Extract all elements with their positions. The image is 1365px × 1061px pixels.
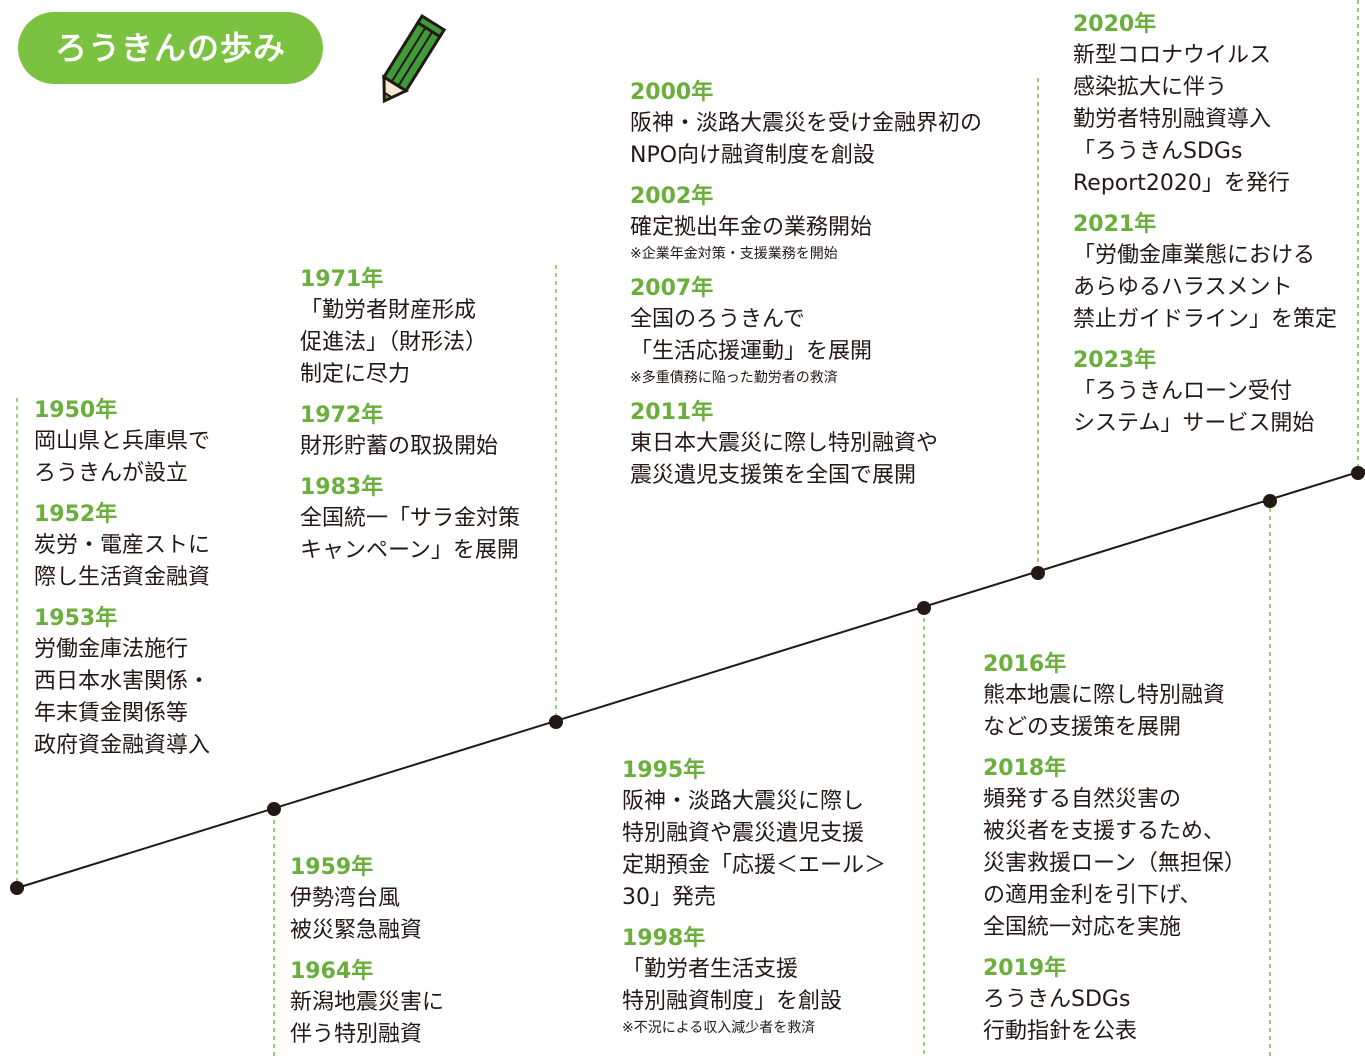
event-year: 2023年 (1073, 348, 1157, 373)
event-text: 頻発する自然災害の 被災者を支援するため、 災害救援ローン（無担保） の適用金利… (983, 787, 1246, 940)
event-year: 1971年 (300, 267, 384, 292)
event-group: 2000年阪神・淡路大震災を受け金融界初の NPO向け融資制度を創設 2002年確… (630, 78, 982, 502)
event-item: 1998年「勤労者生活支援 特別融資制度」を創設 ※不況による収入減少者を救済 (622, 924, 886, 1038)
event-note: ※不況による収入減少者を救済 (622, 1020, 816, 1036)
event-year: 1964年 (290, 959, 374, 984)
event-year: 1950年 (34, 398, 118, 423)
event-text: 「勤労者生活支援 特別融資制度」を創設 (622, 957, 843, 1014)
timeline-dot (267, 802, 281, 816)
event-group: 1995年阪神・淡路大震災に際し 特別融資や震災遺児支援 定期預金「応援＜エール… (622, 756, 886, 1048)
event-text: 新型コロナウイルス 感染拡大に伴う 勤労者特別融資導入 「ろうきんSDGs Re… (1073, 43, 1290, 196)
event-item: 2023年「ろうきんローン受付 システム」サービス開始 (1073, 346, 1337, 440)
event-year: 1952年 (34, 502, 118, 527)
event-year: 2018年 (983, 756, 1067, 781)
event-year: 2019年 (983, 956, 1067, 981)
event-year: 2007年 (630, 276, 714, 301)
event-note: ※多重債務に陥った勤労者の救済 (630, 370, 838, 386)
timeline-line (16, 469, 1365, 889)
event-text: 阪神・淡路大震災に際し 特別融資や震災遺児支援 定期預金「応援＜エール＞ 30」… (622, 789, 887, 910)
event-note: ※企業年金対策・支援業務を開始 (630, 246, 838, 262)
event-text: 岡山県と兵庫県で ろうきんが設立 (34, 429, 211, 486)
event-item: 1950年岡山県と兵庫県で ろうきんが設立 (34, 396, 210, 490)
event-text: 炭労・電産ストに 際し生活資金融資 (34, 533, 211, 590)
event-year: 2000年 (630, 80, 714, 105)
event-year: 2011年 (630, 400, 714, 425)
event-item: 2016年熊本地震に際し特別融資 などの支援策を展開 (983, 650, 1246, 744)
event-year: 2002年 (630, 184, 714, 209)
event-item: 1952年炭労・電産ストに 際し生活資金融資 (34, 500, 210, 594)
timeline-dot (1263, 494, 1277, 508)
event-item: 2018年頻発する自然災害の 被災者を支援するため、 災害救援ローン（無担保） … (983, 754, 1246, 944)
timeline-dot (917, 601, 931, 615)
event-item: 1953年労働金庫法施行 西日本水害関係・ 年末賃金関係等 政府資金融資導入 (34, 604, 210, 762)
event-text: 全国統一「サラ金対策 キャンペーン」を展開 (300, 506, 521, 563)
event-item: 2021年「労働金庫業態における あらゆるハラスメント 禁止ガイドライン」を策定 (1073, 210, 1337, 336)
event-group: 2020年新型コロナウイルス 感染拡大に伴う 勤労者特別融資導入 「ろうきんSD… (1073, 10, 1337, 450)
event-item: 2002年確定拠出年金の業務開始 ※企業年金対策・支援業務を開始 (630, 182, 982, 264)
event-text: 東日本大震災に際し特別融資や 震災遺児支援策を全国で展開 (630, 431, 939, 488)
event-text: ろうきんSDGs 行動指針を公表 (983, 987, 1138, 1044)
event-item: 1995年阪神・淡路大震災に際し 特別融資や震災遺児支援 定期預金「応援＜エール… (622, 756, 886, 914)
timeline-dot (10, 881, 24, 895)
event-item: 1971年「勤労者財産形成 促進法」（財形法） 制定に尽力 (300, 265, 520, 391)
event-item: 2007年全国のろうきんで 「生活応援運動」を展開 ※多重債務に陥った勤労者の救済 (630, 274, 982, 388)
timeline-dot (1031, 566, 1045, 580)
event-year: 1995年 (622, 758, 706, 783)
event-item: 1959年伊勢湾台風 被災緊急融資 (290, 853, 444, 947)
event-group: 1950年岡山県と兵庫県で ろうきんが設立 1952年炭労・電産ストに 際し生活資… (34, 396, 210, 772)
event-year: 2021年 (1073, 212, 1157, 237)
event-text: 労働金庫法施行 西日本水害関係・ 年末賃金関係等 政府資金融資導入 (34, 637, 211, 758)
event-item: 2020年新型コロナウイルス 感染拡大に伴う 勤労者特別融資導入 「ろうきんSD… (1073, 10, 1337, 200)
event-text: 「勤労者財産形成 促進法」（財形法） 制定に尽力 (300, 298, 488, 387)
event-text: 「ろうきんローン受付 システム」サービス開始 (1073, 379, 1315, 436)
event-text: 阪神・淡路大震災を受け金融界初の NPO向け融資制度を創設 (630, 111, 983, 168)
event-item: 2011年東日本大震災に際し特別融資や 震災遺児支援策を全国で展開 (630, 398, 982, 492)
event-item: 1964年新潟地震災害に 伴う特別融資 (290, 957, 444, 1051)
event-item: 1983年全国統一「サラ金対策 キャンペーン」を展開 (300, 473, 520, 567)
event-year: 2016年 (983, 652, 1067, 677)
event-text: 全国のろうきんで 「生活応援運動」を展開 (630, 307, 873, 364)
event-group: 2016年熊本地震に際し特別融資 などの支援策を展開 2018年頻発する自然災害の… (983, 650, 1246, 1058)
event-text: 伊勢湾台風 被災緊急融資 (290, 886, 423, 943)
event-year: 1959年 (290, 855, 374, 880)
event-text: 財形貯蓄の取扱開始 (300, 434, 499, 459)
event-text: 新潟地震災害に 伴う特別融資 (290, 990, 445, 1047)
event-text: 「労働金庫業態における あらゆるハラスメント 禁止ガイドライン」を策定 (1073, 243, 1338, 332)
event-text: 熊本地震に際し特別融資 などの支援策を展開 (983, 683, 1226, 740)
event-year: 2020年 (1073, 12, 1157, 37)
event-item: 2019年ろうきんSDGs 行動指針を公表 (983, 954, 1246, 1048)
event-group: 1959年伊勢湾台風 被災緊急融資 1964年新潟地震災害に 伴う特別融資 (290, 853, 444, 1061)
event-group: 1971年「勤労者財産形成 促進法」（財形法） 制定に尽力 1972年財形貯蓄の取… (300, 265, 520, 577)
timeline-dot (549, 715, 563, 729)
page-title: ろうきんの歩み (18, 12, 323, 84)
event-year: 1998年 (622, 926, 706, 951)
event-year: 1983年 (300, 475, 384, 500)
event-item: 1972年財形貯蓄の取扱開始 (300, 401, 520, 463)
event-year: 1972年 (300, 403, 384, 428)
event-year: 1953年 (34, 606, 118, 631)
timeline-dot (1351, 466, 1365, 480)
pencil-icon (381, 13, 447, 104)
event-text: 確定拠出年金の業務開始 (630, 215, 873, 240)
event-item: 2000年阪神・淡路大震災を受け金融界初の NPO向け融資制度を創設 (630, 78, 982, 172)
